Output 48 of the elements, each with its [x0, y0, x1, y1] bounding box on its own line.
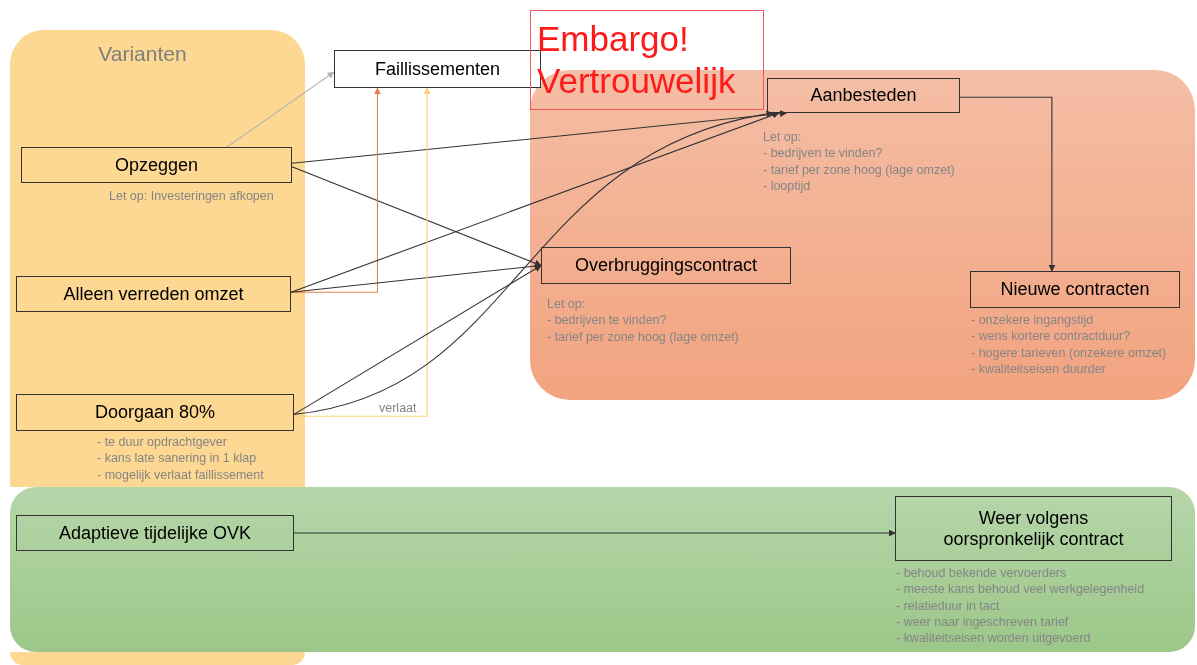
note-text: - kans late sanering in 1 klap: [97, 450, 257, 467]
box-label: Weer volgens oorspronkelijk contract: [942, 507, 1125, 550]
arrow: [293, 529, 896, 537]
arrow: [290, 87, 381, 293]
stamp-frame: [530, 10, 764, 110]
arrow: [290, 111, 780, 293]
note-text: - mogelijk verlaat faillissement: [97, 466, 264, 483]
process-box: [16, 276, 291, 312]
box-label: Aanbesteden: [810, 85, 917, 106]
note-text: - behoud bekende vervoerders: [896, 565, 1067, 582]
note-text: - onzekere ingangstijd: [971, 312, 1094, 329]
box-label: Nieuwe contracten: [1000, 279, 1150, 300]
box-label: Overbruggingscontract: [574, 255, 758, 276]
arrow: [959, 96, 1056, 272]
arrow: [291, 166, 542, 267]
box-label: Alleen verreden omzet: [63, 283, 244, 305]
process-box: [16, 515, 294, 551]
arrow: [293, 111, 774, 415]
arrow: [290, 262, 542, 293]
note-text: - bedrijven te vinden?: [763, 145, 883, 162]
stamp-text: Embargo! Vertrouwelijk: [537, 19, 736, 100]
note-text: Let op: Investeringen afkopen: [109, 188, 274, 205]
arrow: [226, 71, 335, 148]
arrow: [291, 110, 787, 164]
arrow: [293, 87, 431, 417]
note-text: Let op:: [763, 129, 802, 146]
note-text: - meeste kans behoud veel werkgelegenheid: [896, 581, 1145, 598]
edge-label: verlaat: [378, 401, 418, 415]
group-panel: [10, 487, 1195, 652]
box-label: Adaptieve tijdelijke OVK: [58, 522, 252, 544]
note-text: - relatieduur in tact: [896, 597, 1000, 614]
note-text: Let op:: [547, 296, 586, 313]
note-text: - tarief per zone hoog (lage omzet): [763, 161, 955, 178]
note-text: - weer naar ingeschreven tarief: [896, 613, 1069, 631]
panel-heading: Varianten: [97, 42, 188, 66]
note-text: - te duur opdrachtgever: [97, 434, 227, 451]
note-text: - bedrijven te vinden?: [547, 312, 667, 329]
note-text: - kwaliteitseisen worden uitgevoerd: [896, 630, 1091, 647]
note-text: - hogere tarieven (onzekere omzet): [971, 344, 1167, 361]
box-label: Opzeggen: [114, 154, 199, 176]
note-text: - kwaliteitseisen duurder: [971, 360, 1106, 378]
note-text: - looptijd: [763, 177, 811, 195]
box-label: Faillissementen: [374, 58, 501, 80]
group-panel: [10, 30, 305, 487]
note-text: - wens kortere contractduur?: [971, 328, 1131, 345]
box-label: Doorgaan 80%: [94, 402, 216, 423]
arrow: [293, 264, 542, 415]
note-text: - tarief per zone hoog (lage omzet): [547, 328, 739, 345]
